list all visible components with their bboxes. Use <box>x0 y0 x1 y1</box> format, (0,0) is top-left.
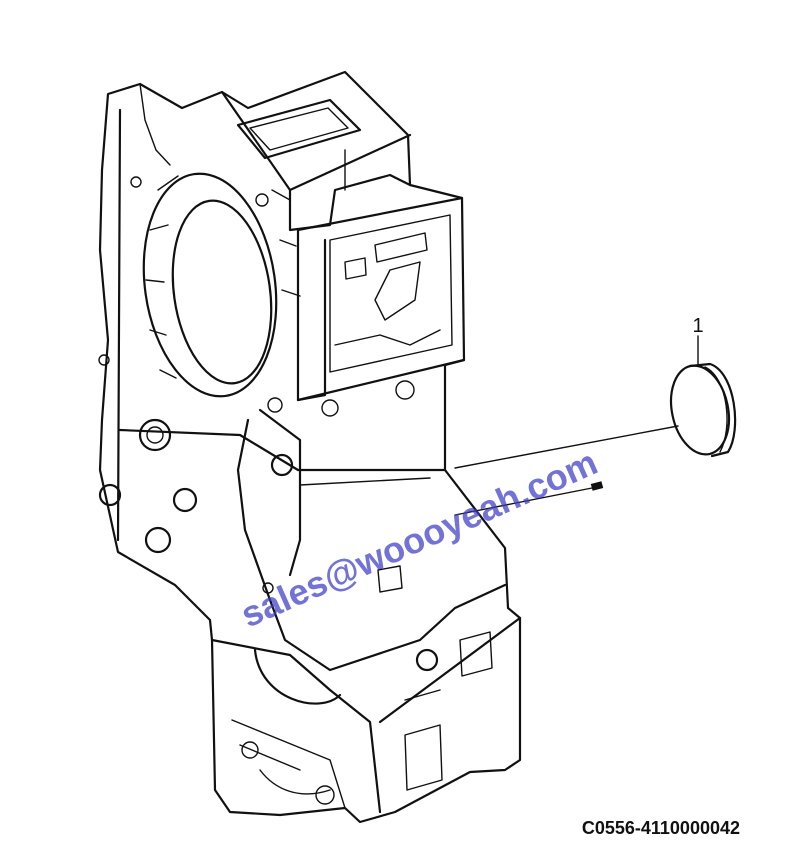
callout-number-1: 1 <box>692 315 703 337</box>
leader-line-pin <box>454 487 593 516</box>
flange-rib <box>139 83 171 166</box>
lower-section-top <box>378 616 522 724</box>
boss-left <box>98 483 122 507</box>
name-plate <box>404 689 443 791</box>
top-box-step <box>288 173 412 232</box>
flange-left-edge <box>116 108 122 542</box>
drawing-code-label: C0556-4110000042 <box>582 818 740 838</box>
port-hole <box>321 399 339 417</box>
side-cover <box>459 631 493 677</box>
side-port <box>415 648 439 672</box>
bolt-hole <box>130 176 142 188</box>
pin-head <box>590 481 604 491</box>
small-pad <box>377 565 403 593</box>
valve-block-face <box>329 214 453 373</box>
boss-mid <box>172 487 198 513</box>
boss-hole <box>146 426 164 444</box>
housing-outline <box>98 70 522 824</box>
body-edge-right <box>258 408 302 577</box>
leader-line-plug <box>454 425 679 469</box>
part-1-cover-plug <box>669 362 737 458</box>
boss-upper <box>138 418 172 452</box>
plug-rim <box>688 362 737 458</box>
lower-boss <box>315 785 335 805</box>
transmission-housing <box>98 70 522 824</box>
valve-block-details <box>344 232 428 321</box>
boss-right <box>270 453 294 477</box>
bolt-hole <box>262 582 274 594</box>
main-bore-outer <box>142 172 278 398</box>
plug-rim-inner <box>704 366 728 453</box>
port-hole <box>395 380 415 400</box>
body-groove <box>299 477 431 486</box>
top-opening-inner <box>249 107 349 151</box>
lower-section-edge <box>210 638 382 814</box>
plug-face <box>669 364 731 456</box>
bolt-hole <box>255 193 269 207</box>
lower-cutout <box>253 648 342 705</box>
lower-boss <box>241 741 259 759</box>
top-opening-outer <box>236 98 362 160</box>
body-mid-line <box>118 428 447 472</box>
valve-block-base <box>296 358 466 402</box>
main-bore-inner <box>171 199 273 385</box>
valve-block-lower-edge <box>334 329 441 346</box>
port-hole <box>267 397 283 413</box>
valve-block-frame <box>296 196 464 402</box>
body-lower-curve <box>236 418 507 672</box>
lower-ribs <box>231 719 346 809</box>
bolt-hole <box>98 354 110 366</box>
boss-lower <box>144 526 172 554</box>
small-pin <box>590 481 604 491</box>
bore-bolt-lugs <box>145 175 301 379</box>
